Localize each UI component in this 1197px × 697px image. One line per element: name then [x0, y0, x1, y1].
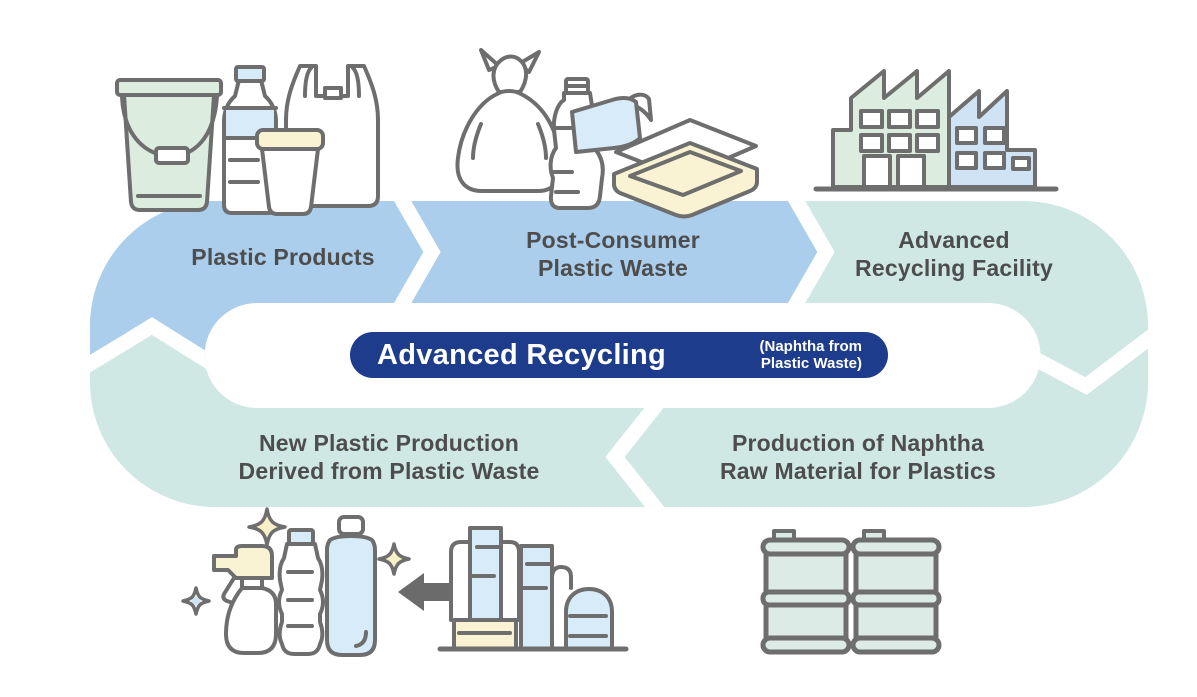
refinery-icon [437, 526, 629, 652]
sparkle-icon [247, 507, 287, 547]
chevron-right-icon [391, 201, 441, 315]
left-arrow-icon [398, 573, 449, 611]
post-consumer-waste-icons [455, 48, 759, 219]
stage-label-new-plastic-production: New Plastic Production Derived from Plas… [238, 430, 540, 484]
recycling-facility-icons [813, 69, 1059, 192]
new-plastic-products-icons [181, 507, 411, 657]
ridged-bottle-icon [277, 528, 325, 656]
advanced-recycling-pill: Advanced Recycling (Naphtha from Plastic… [350, 332, 888, 378]
factory-green-icon [831, 69, 951, 189]
pill-sub-label: (Naphtha from Plastic Waste) [759, 338, 863, 372]
oil-drum-icon [760, 529, 852, 655]
stage-label-production-of-naphtha: Production of Naphtha Raw Material for P… [720, 430, 996, 484]
garbage-bag-icon [455, 48, 563, 193]
stage-label-advanced-recycling-facility: Advanced Recycling Facility [855, 227, 1053, 281]
chevron-right-icon [785, 201, 835, 315]
chevron-left-icon [605, 394, 667, 507]
crushed-bottle-icon [548, 77, 653, 210]
coffee-cup-icon [255, 128, 325, 216]
sparkle-icon [181, 586, 211, 616]
spray-bottle-icon [212, 544, 278, 655]
stage-label-post-consumer-plastic-waste: Post-Consumer Plastic Waste [526, 227, 700, 281]
stage-label-plastic-products: Plastic Products [191, 244, 375, 270]
plastic-products-icons [115, 64, 380, 216]
chevron-down-icon [1018, 330, 1148, 395]
chevron-up-icon [90, 317, 226, 378]
factory-blue-icon [947, 89, 1037, 189]
water-bottle-icon [222, 65, 278, 215]
blue-bottle-icon [325, 515, 377, 657]
food-tray-icon [612, 118, 759, 219]
bucket-icon [115, 78, 223, 212]
sparkle-icon [377, 542, 411, 576]
oil-drum-icon [850, 529, 942, 655]
pill-main-label: Advanced Recycling [377, 338, 667, 371]
naphtha-output-icons [760, 529, 942, 655]
